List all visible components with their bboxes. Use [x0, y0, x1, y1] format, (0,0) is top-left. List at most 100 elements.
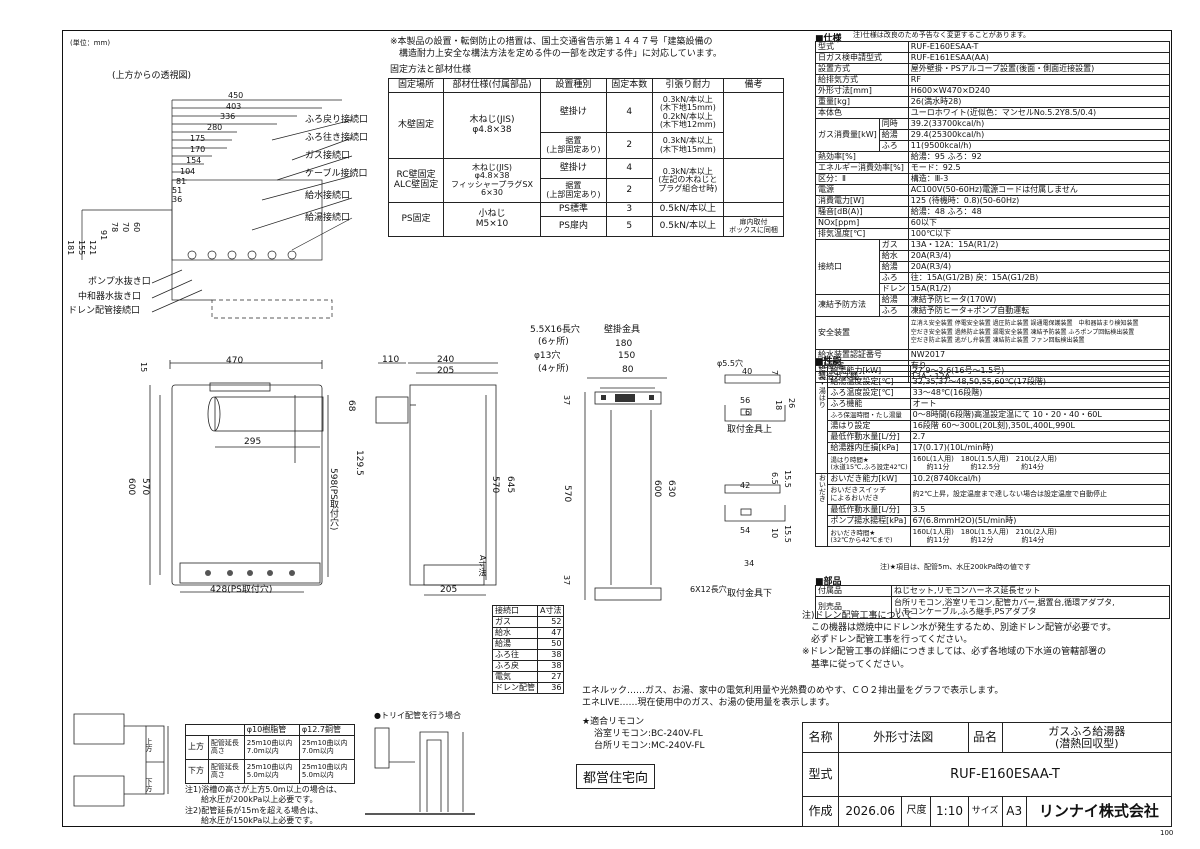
rear-37: 37 — [562, 395, 571, 406]
side-205b: 205 — [440, 585, 458, 595]
bracket-56: 56 — [740, 396, 751, 405]
dim-280: 280 — [207, 123, 223, 132]
vdim-60: 60 — [132, 222, 141, 233]
bracket-42: 42 — [740, 481, 751, 490]
spec-heading: ■仕様 — [815, 34, 842, 44]
perf-heading: ■性能 — [815, 357, 842, 367]
dim-81: 81 — [176, 177, 187, 186]
dim-450: 450 — [228, 91, 244, 100]
unit-label: (単位：mm) — [70, 39, 111, 47]
label-gas: ガス接続口 — [305, 151, 351, 161]
dim-336: 336 — [220, 112, 236, 121]
rear-180: 180 — [615, 339, 633, 349]
remote-title: ★適合リモコン — [582, 717, 645, 727]
vdim-70: 70 — [121, 222, 130, 233]
vdim-181: 181 — [66, 240, 75, 256]
drawing-frame — [62, 30, 1172, 827]
public-housing-stamp: 都営住宅向 — [576, 764, 656, 789]
rear-screw: 5.5X16長穴 — [530, 325, 580, 335]
vdim-78: 78 — [110, 222, 119, 233]
pipe-upper-label: 上方 — [145, 738, 153, 752]
front-570: 570 — [140, 478, 150, 496]
bracket-18: 18 — [774, 400, 783, 411]
front-15: 15 — [139, 362, 148, 373]
top-view-title: (上方からの透視図) — [112, 71, 192, 81]
front-width: 470 — [226, 356, 244, 366]
dim-36: 36 — [172, 195, 183, 204]
rear-screw-count: (6ヶ所) — [538, 337, 569, 347]
side-a: A寸法 — [478, 555, 487, 577]
dim-170: 170 — [190, 145, 206, 154]
dim-51: 51 — [172, 186, 183, 195]
trap-title: ●トリイ配管を行う場合 — [374, 711, 461, 720]
bracket-7: 7 — [770, 370, 779, 376]
vdim-91: 91 — [99, 230, 108, 241]
dim-403: 403 — [226, 102, 242, 111]
side-570: 570 — [490, 476, 500, 494]
fix-title: 固定方法と部材仕様 — [390, 65, 472, 75]
side-205: 205 — [437, 366, 455, 376]
pipe-notes: 注1)浴槽の高さが上方5.0m以上の場合は、 給水圧が200kPa以上必要です。… — [185, 785, 342, 826]
remote-kitchen: 台所リモコン:MC-240V-FL — [594, 741, 705, 751]
front-view-drawing — [149, 360, 329, 593]
parts-table: 付属品ねじセット,リモコンハーネス延長セット 別売品台所リモコン,浴室リモコン,… — [815, 585, 1170, 619]
energy-note: エネルック……ガス、お湯、家中の電気利用量や光熱費のめやす、ＣＯ２排出量をグラフ… — [582, 686, 1004, 709]
label-water-in: 給水接続口 — [305, 191, 351, 201]
dim-154: 154 — [186, 156, 202, 165]
dim-175: 175 — [190, 134, 206, 143]
front-295: 295 — [244, 437, 262, 447]
front-68: 68 — [346, 400, 356, 412]
perf-table: 給湯・湯はり給湯能力[kW]27.9～2.6(16号～1.5号) 給湯温度設定[… — [814, 365, 1171, 547]
front-129-5: 129.5 — [354, 450, 364, 476]
trap-pipe-drawing — [365, 727, 475, 815]
label-bath-return: ふろ戻り接続口 — [305, 115, 369, 125]
label-bath-supply: ふろ往き接続口 — [305, 133, 369, 143]
front-600: 600 — [126, 478, 136, 496]
install-note: ※本製品の設置・転倒防止の措置は、国土交通省告示第１４４７号「建築設備の 構造耐… — [390, 37, 722, 59]
dim-104: 104 — [180, 167, 196, 176]
side-110: 110 — [382, 355, 400, 365]
rear-37b: 37 — [562, 575, 571, 586]
company-name: リンナイ株式会社 — [1025, 796, 1173, 827]
bracket-hole: φ5.5穴 — [717, 359, 743, 368]
bracket-upper-label: 取付金具上 — [727, 425, 773, 435]
model-number: RUF-E160ESAA-T — [838, 752, 1172, 797]
spec-note: 注)仕様は改良のため予告なく変更することがあります。 — [853, 31, 1031, 39]
perf-note: 注)★項目は、配管5m、水圧200kPa時の値です — [880, 563, 1031, 571]
side-240: 240 — [437, 355, 455, 365]
rear-630: 630 — [666, 480, 676, 498]
bracket-10: 10 — [770, 528, 779, 539]
side-view-drawing — [375, 362, 498, 596]
pipe-lower-label: 下方 — [145, 778, 153, 792]
fix-table: 固定場所部材仕様(付属部品)設置種別固定本数引張り耐力備考 木壁固定木ねじ(JI… — [387, 78, 784, 237]
bracket-6: 6 — [745, 408, 751, 417]
bath-pipe-drawing — [73, 713, 169, 807]
bracket-26: 26 — [787, 398, 796, 409]
rear-150: 150 — [618, 351, 636, 361]
bracket-lower-label: 取付金具下 — [727, 589, 773, 599]
label-cable: ケーブル接続口 — [305, 169, 368, 179]
rear-bracket: 壁掛金具 — [604, 325, 641, 335]
page-number: 100 — [1160, 829, 1174, 837]
side-645: 645 — [505, 476, 515, 494]
ps-fix: PS固定 — [387, 202, 445, 237]
top-view-drawing — [81, 99, 353, 319]
vdim-155: 155 — [77, 240, 86, 256]
label-hot-water: 給湯接続口 — [305, 213, 351, 223]
bracket-40: 40 — [742, 367, 753, 376]
rear-570: 570 — [562, 485, 572, 503]
bracket-54: 54 — [740, 526, 751, 535]
label-drain-pipe: ドレン配管接続口 — [68, 306, 141, 316]
bracket-drawing — [724, 374, 786, 522]
rear-hole-count: (4ヶ所) — [538, 364, 569, 374]
rear-view-drawing — [584, 377, 667, 601]
rear-hole: φ13穴 — [534, 351, 561, 361]
rear-80: 80 — [622, 365, 634, 375]
product-name: ガスふろ給湯器 (潜熱回収型) — [1001, 722, 1173, 753]
bracket-34: 34 — [744, 559, 755, 568]
bracket-15-5: 15.5 — [783, 470, 792, 488]
